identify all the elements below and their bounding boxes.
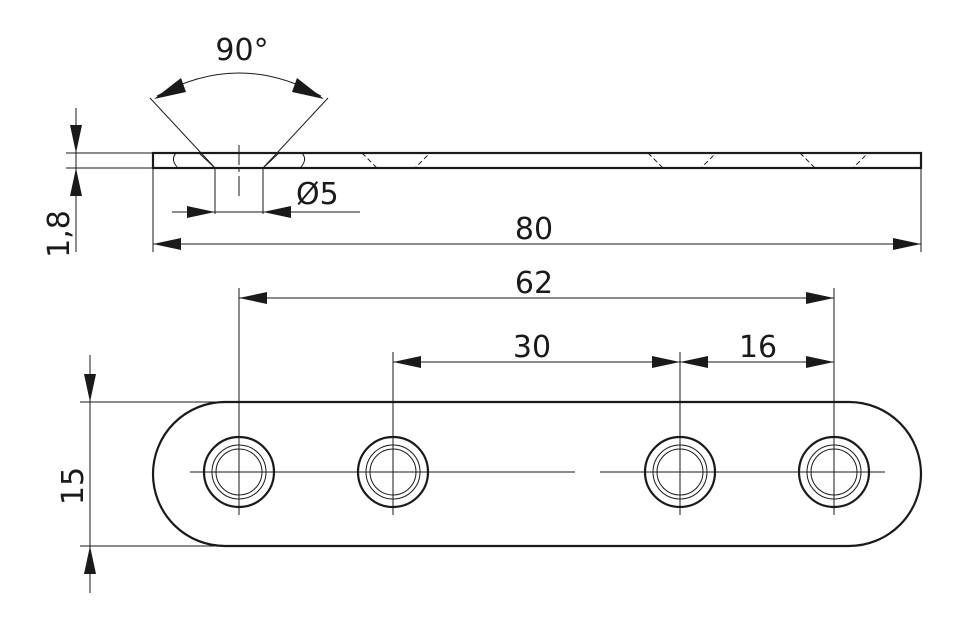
countersink-cavity-arc-left: [172, 152, 179, 169]
hole-diameter-arrow-left: [187, 206, 215, 218]
thickness-arrow-top: [70, 125, 82, 153]
outer-spacing-arrow-left: [239, 292, 267, 304]
width-label: 15: [56, 467, 91, 505]
thickness-arrow-bottom: [70, 168, 82, 196]
length-arrow-left: [153, 238, 181, 250]
outer-spacing-arrow-right: [806, 292, 834, 304]
hole-diameter-arrow-right: [263, 206, 291, 218]
length-label: 80: [515, 212, 553, 247]
end-spacing-arrow-right: [806, 356, 834, 368]
angle-extension-right: [262, 97, 329, 169]
end-spacing-label: 16: [739, 330, 777, 365]
thickness-label: 1,8: [42, 210, 77, 258]
inner-spacing-label: 30: [513, 330, 551, 365]
width-arrow-bottom: [84, 546, 96, 574]
hidden-countersink-3: [647, 152, 717, 169]
top-view-strip-outline: [151, 400, 923, 548]
inner-spacing-arrow-right: [652, 356, 680, 368]
side-view: 90° Ø5 1,8 80: [42, 33, 923, 258]
angle-label: 90°: [215, 33, 268, 68]
side-view-strip: [151, 151, 923, 170]
width-arrow-top: [84, 374, 96, 402]
countersink-cavity-arc-right: [299, 152, 306, 169]
end-spacing-arrow-left: [680, 356, 708, 368]
length-arrow-right: [893, 238, 921, 250]
top-view: 62 30 16 15: [56, 266, 923, 593]
angle-arrow-right: [292, 78, 324, 99]
outer-spacing-label: 62: [515, 266, 553, 301]
hole-diameter-label: Ø5: [296, 177, 339, 212]
angle-extension-left: [149, 97, 216, 169]
countersink-profile: [198, 152, 280, 169]
hidden-countersink-4: [799, 152, 869, 169]
hidden-countersink-2: [361, 152, 431, 169]
angle-arrow-left: [154, 78, 186, 99]
inner-spacing-arrow-left: [393, 356, 421, 368]
